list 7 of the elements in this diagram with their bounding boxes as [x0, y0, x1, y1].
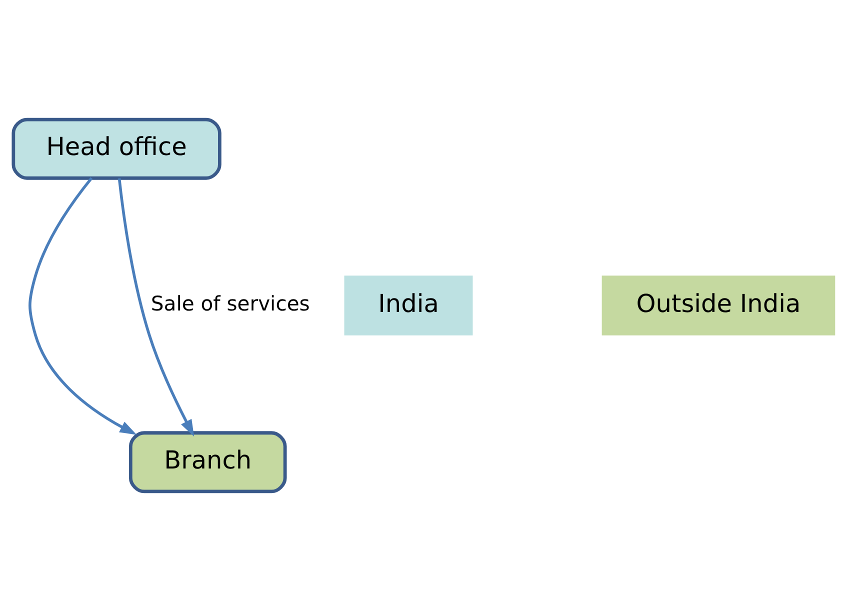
edge-label: Sale of services	[150, 290, 310, 315]
arrow	[118, 178, 194, 436]
node-box: Outside India	[602, 275, 836, 335]
node-box: Head office	[12, 117, 222, 180]
arrow	[28, 176, 137, 434]
node-box: India	[344, 275, 473, 335]
node-box: Branch	[128, 430, 287, 493]
